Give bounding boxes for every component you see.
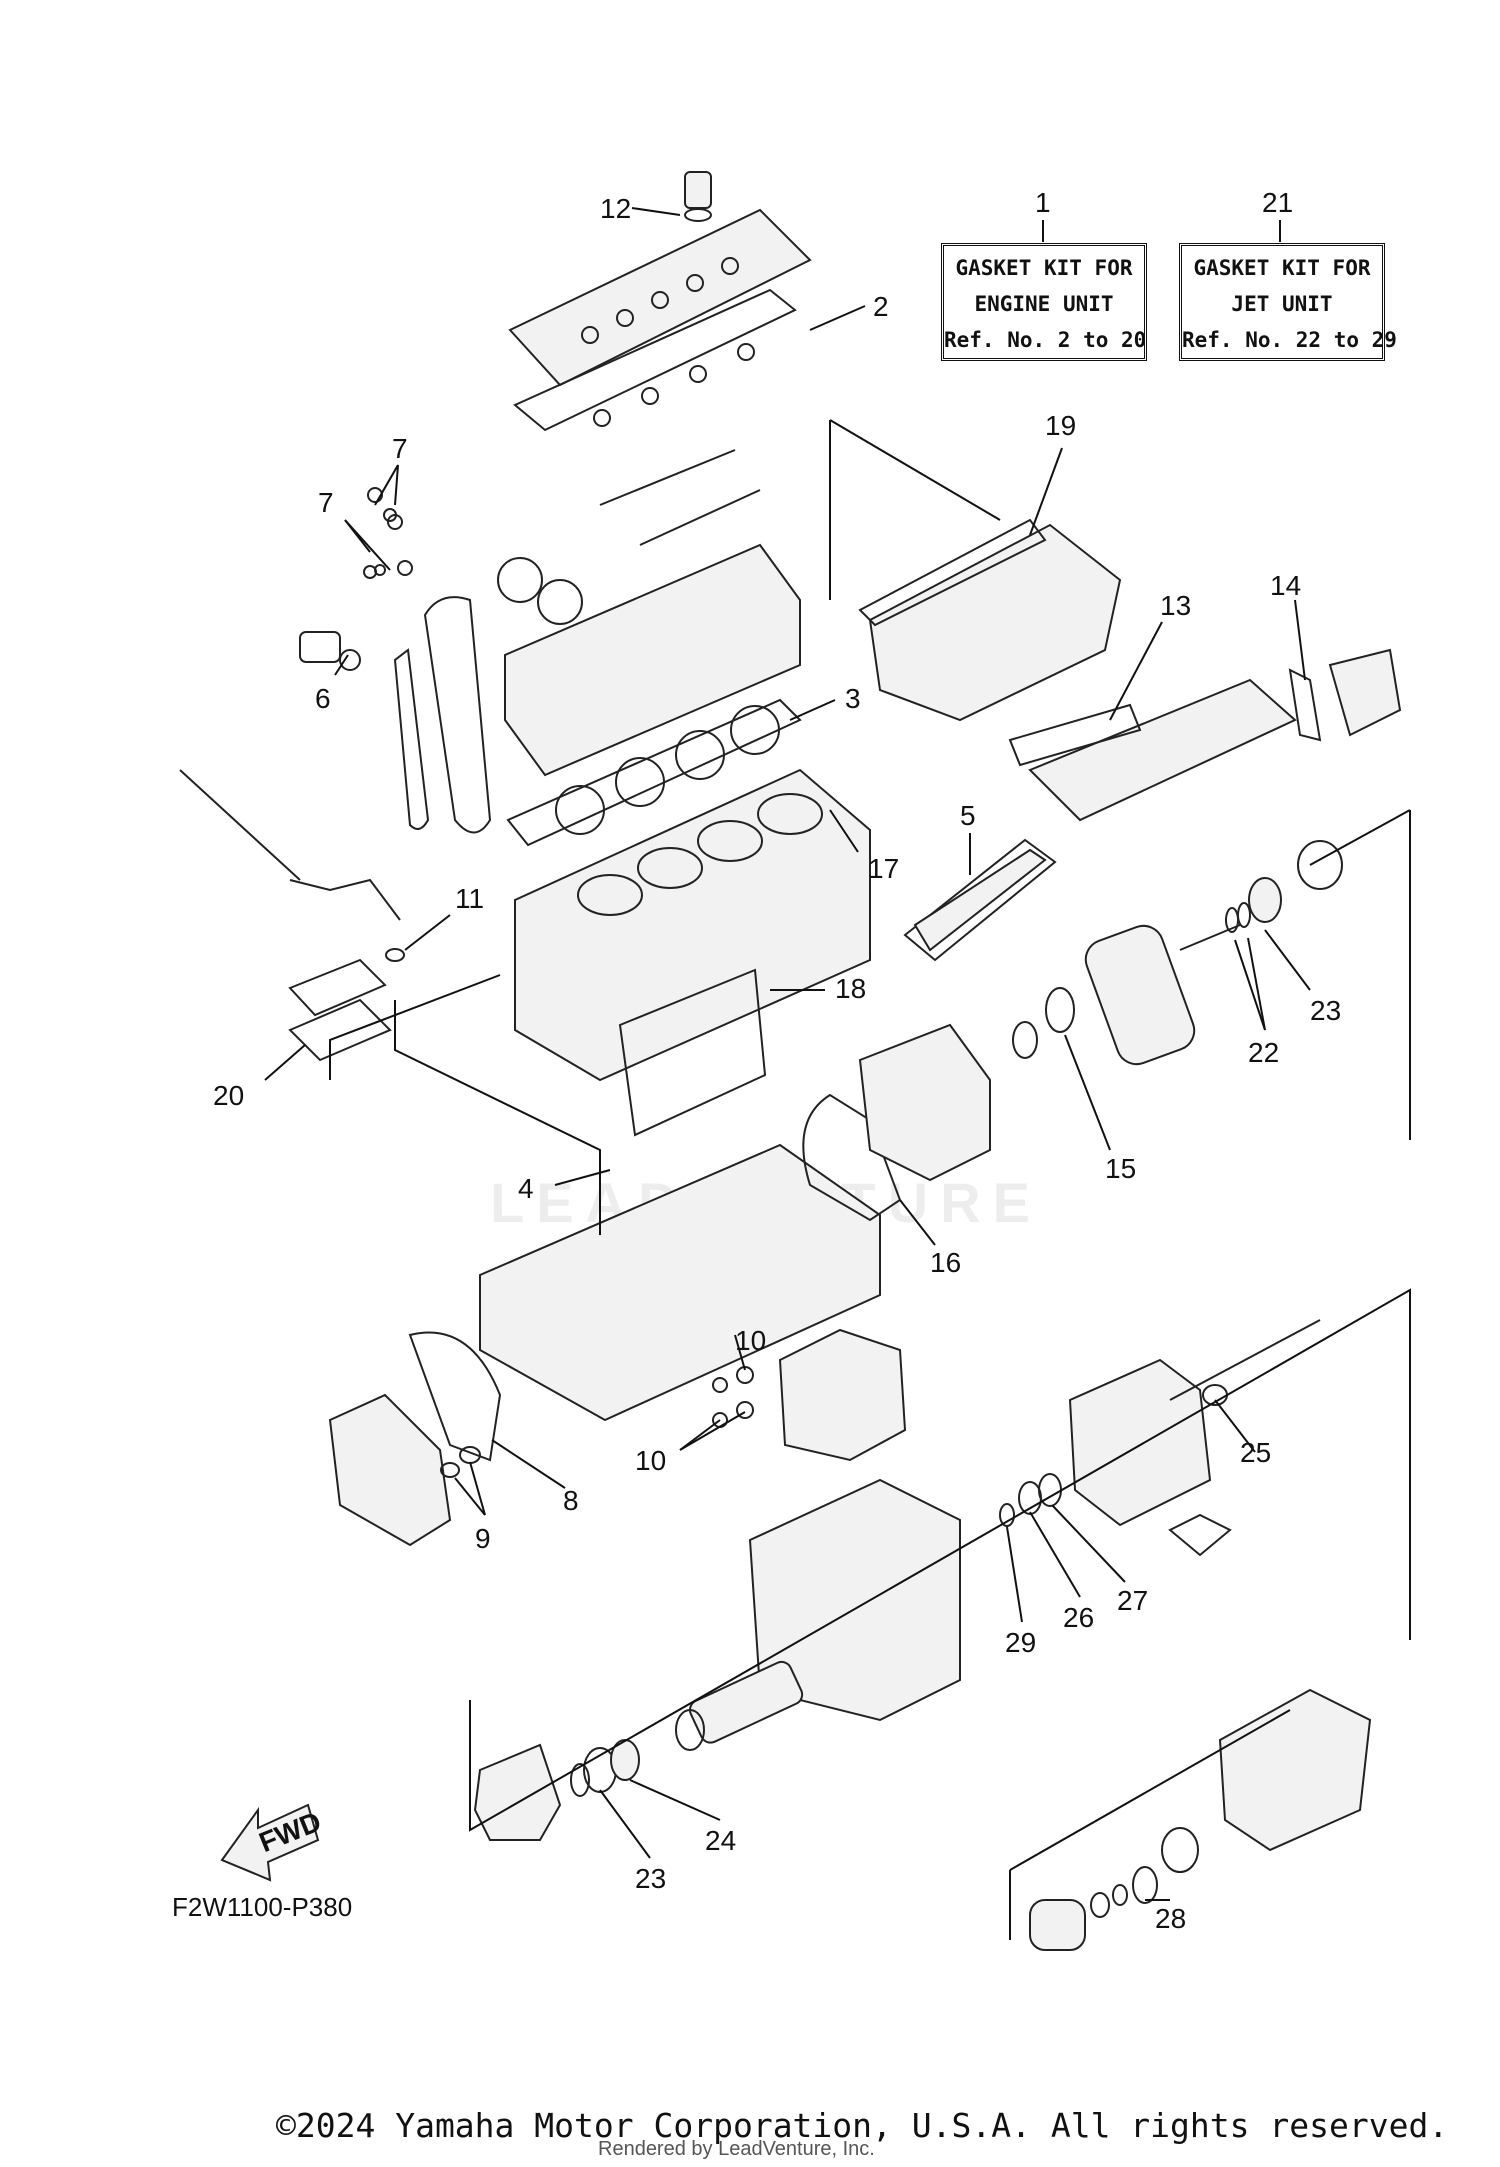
kit-line: Ref. No. 22 to 29 — [1182, 328, 1397, 352]
jet-nozzle[interactable] — [1029, 1688, 1372, 1951]
callout-13: 13 — [1160, 590, 1191, 621]
bolts-washers — [363, 487, 413, 579]
kit-line: JET UNIT — [1231, 292, 1333, 316]
callout-2: 2 — [873, 291, 889, 322]
kit-line: GASKET KIT FOR — [955, 256, 1133, 280]
callouts: 12 2 7 7 6 19 13 14 3 17 11 5 20 18 23 2… — [213, 193, 1341, 1934]
callout-7b: 7 — [318, 487, 334, 518]
callout-28: 28 — [1155, 1903, 1186, 1934]
rear-cover — [778, 1328, 907, 1462]
callout-19: 19 — [1045, 410, 1076, 441]
callout-4: 4 — [518, 1173, 534, 1204]
fwd-arrow-icon: FWD — [220, 1803, 325, 1882]
pump-body — [688, 1478, 961, 1744]
callout-6: 6 — [315, 683, 331, 714]
head-gasket[interactable] — [506, 698, 802, 847]
kit-line: ENGINE UNIT — [974, 292, 1114, 316]
callout-22: 22 — [1248, 1037, 1279, 1068]
callout-11: 11 — [455, 883, 484, 914]
callout-3: 3 — [845, 683, 861, 714]
exhaust-manifold[interactable] — [858, 518, 1402, 822]
cylinder-head — [504, 543, 801, 777]
callout-8: 8 — [563, 1485, 579, 1516]
callout-9: 9 — [475, 1523, 491, 1554]
callout-18: 18 — [835, 973, 866, 1004]
copyright-text: ©2024 Yamaha Motor Corporation, U.S.A. A… — [276, 2106, 1449, 2145]
callout-17: 17 — [868, 853, 899, 884]
oil-pump-cover[interactable] — [328, 1331, 502, 1547]
water-jacket-cover[interactable] — [903, 838, 1057, 962]
lower-seals[interactable] — [473, 1709, 705, 1841]
callout-20: 20 — [213, 1080, 244, 1111]
crankcase — [479, 1143, 881, 1422]
callout-14: 14 — [1270, 570, 1301, 601]
side-gasket[interactable] — [618, 968, 767, 1137]
leader-lines — [264, 207, 1311, 1901]
drive-shaft-seals[interactable] — [1012, 840, 1343, 1070]
kit-refs: 1 21 — [1035, 187, 1293, 242]
callout-12: 12 — [600, 193, 631, 224]
callout-10a: 10 — [735, 1325, 766, 1356]
callout-10b: 10 — [635, 1445, 666, 1476]
kit-line: Ref. No. 2 to 20 — [944, 328, 1147, 352]
cam-chain — [299, 596, 492, 834]
callout-16: 16 — [930, 1247, 961, 1278]
kit-ref-21: 21 — [1262, 187, 1293, 218]
callout-24: 24 — [705, 1825, 736, 1856]
callout-7a: 7 — [392, 433, 408, 464]
callout-26: 26 — [1063, 1602, 1094, 1633]
callout-5: 5 — [960, 800, 976, 831]
group-outlines — [329, 419, 1411, 1940]
callout-15: 15 — [1105, 1153, 1136, 1184]
valve-cover-assembly[interactable] — [508, 171, 812, 432]
callout-29: 29 — [1005, 1627, 1036, 1658]
rendered-by-text: Rendered by LeadVenture, Inc. — [598, 2138, 875, 2160]
generator-cover[interactable] — [802, 1023, 991, 1222]
cylinder-block — [514, 768, 871, 1082]
callout-23a: 23 — [1310, 995, 1341, 1026]
callout-25: 25 — [1240, 1437, 1271, 1468]
jet-gasket-kit-box: GASKET KIT FOR JET UNIT Ref. No. 22 to 2… — [1179, 243, 1397, 361]
jet-pump-housing[interactable] — [999, 1319, 1321, 1557]
cover-plate-gasket[interactable] — [288, 958, 392, 1062]
diagram-code: F2W1100-P380 — [172, 1892, 353, 1922]
camshafts — [497, 449, 761, 625]
engine-gasket-kit-box: GASKET KIT FOR ENGINE UNIT Ref. No. 2 to… — [941, 243, 1147, 361]
kit-ref-1: 1 — [1035, 187, 1051, 218]
callout-27: 27 — [1117, 1585, 1148, 1616]
oil-dipstick — [179, 769, 405, 962]
kit-line: GASKET KIT FOR — [1193, 256, 1371, 280]
callout-23b: 23 — [635, 1863, 666, 1894]
